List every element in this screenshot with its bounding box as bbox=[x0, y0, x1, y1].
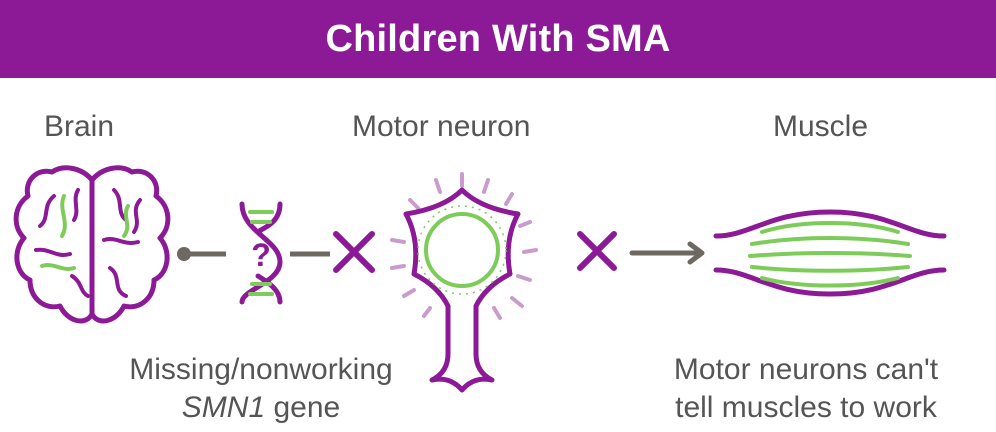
motor-neuron-label: Motor neuron bbox=[352, 110, 531, 143]
dna-question-mark: ? bbox=[251, 237, 271, 273]
brain-label: Brain bbox=[44, 110, 115, 143]
gene-caption-line2: SMN1 gene bbox=[96, 389, 426, 427]
gene-caption-line1: Missing/nonworking bbox=[129, 353, 393, 386]
muscle-label: Muscle bbox=[773, 110, 869, 143]
brain-icon bbox=[13, 165, 171, 324]
gene-caption-rest: gene bbox=[265, 391, 341, 424]
muscle-caption-line1: Motor neurons can't bbox=[673, 353, 939, 386]
muscle-caption-line2: tell muscles to work bbox=[675, 391, 937, 424]
motor-neuron-icon bbox=[390, 172, 538, 393]
arrow-icon bbox=[629, 241, 705, 265]
gene-caption: Missing/nonworking SMN1 gene bbox=[96, 351, 426, 427]
brain-connector bbox=[177, 247, 226, 261]
page-title: Children With SMA bbox=[325, 17, 671, 60]
muscle-caption: Motor neurons can't tell muscles to work bbox=[636, 351, 976, 427]
x-mark-icon bbox=[333, 231, 375, 273]
x-mark-icon bbox=[577, 231, 617, 271]
gene-name: SMN1 bbox=[181, 391, 266, 424]
title-banner: Children With SMA bbox=[0, 0, 996, 78]
muscle-icon bbox=[713, 209, 947, 297]
dna-icon: ? bbox=[239, 201, 283, 305]
